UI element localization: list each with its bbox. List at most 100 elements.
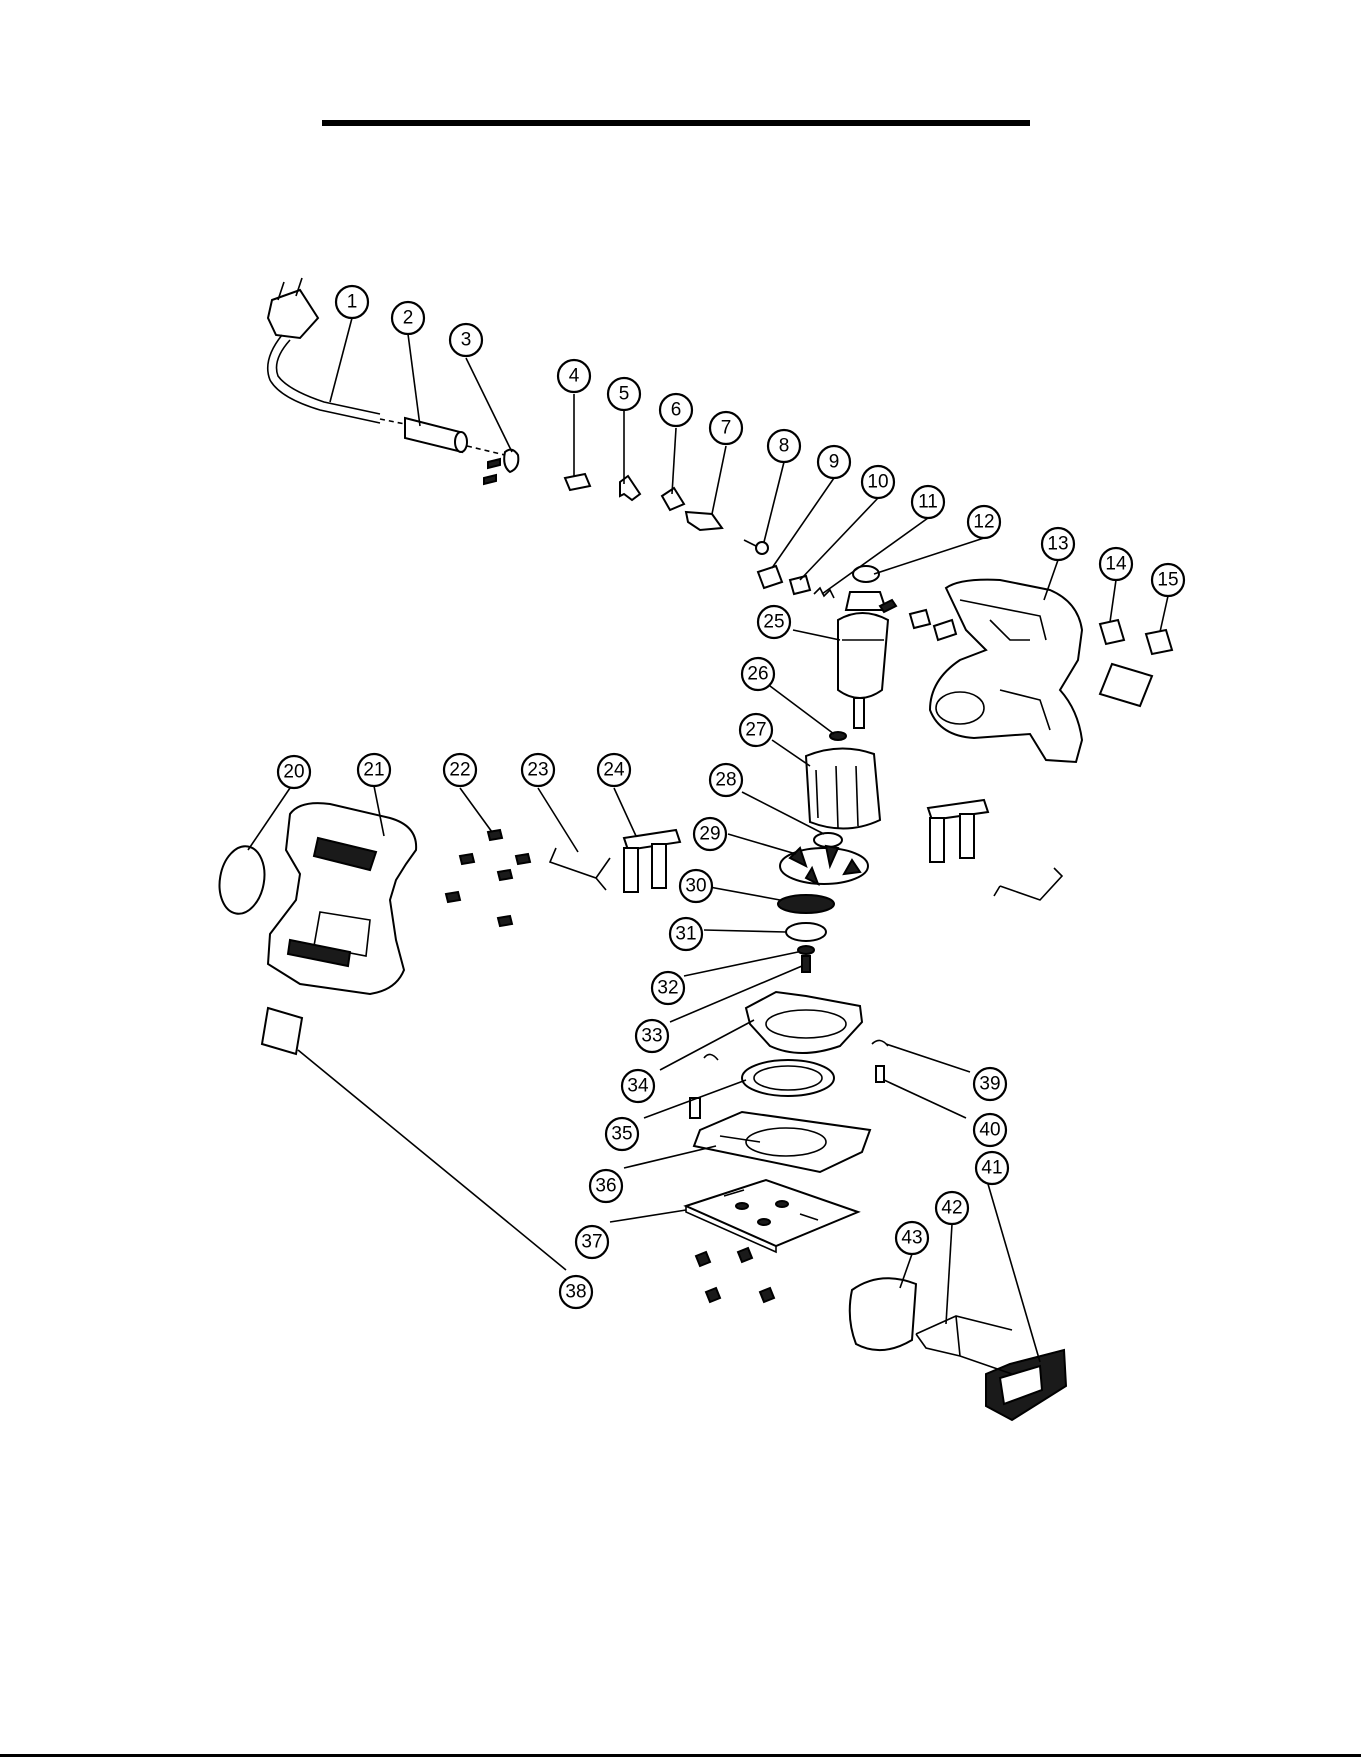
gasket-part [742, 1060, 834, 1096]
o-ring-part [214, 843, 269, 918]
callout-14-label: 14 [1105, 554, 1127, 575]
counterweight-part [778, 895, 834, 913]
callout-37: 37 [576, 1226, 608, 1258]
callout-27: 27 [740, 714, 772, 746]
base-plate-part [694, 1112, 870, 1172]
callout-43: 43 [896, 1222, 928, 1254]
callout-42-label: 42 [941, 1198, 962, 1219]
callout-22: 22 [444, 754, 476, 786]
paper-clamp-part [928, 800, 988, 862]
left-housing-part [268, 803, 416, 994]
callout-5-label: 5 [619, 384, 630, 405]
callout-26: 26 [742, 658, 774, 690]
callout-11: 11 [912, 486, 944, 518]
clip-part [872, 1040, 888, 1046]
bearing-plate-part [786, 923, 826, 941]
callout-43-label: 43 [901, 1228, 922, 1249]
paper-clamp-part [624, 830, 680, 892]
callout-39-label: 39 [979, 1074, 1000, 1095]
screw-part [498, 870, 512, 880]
callout-15-label: 15 [1157, 570, 1178, 591]
callout-36: 36 [590, 1170, 622, 1202]
sanding-pad-part [686, 1180, 858, 1252]
screw-part [498, 916, 512, 926]
screw-part [488, 830, 502, 840]
washer-part [798, 946, 814, 954]
callout-2: 2 [392, 302, 424, 334]
bracket-part [620, 476, 640, 500]
callout-24-label: 24 [603, 760, 625, 781]
callout-2-label: 2 [403, 308, 414, 329]
callout-20: 20 [278, 756, 310, 788]
callout-13: 13 [1042, 528, 1074, 560]
clamp-spring-part [994, 868, 1062, 900]
screw-part [738, 1248, 752, 1262]
callout-38-label: 38 [565, 1282, 586, 1303]
callout-4: 4 [558, 360, 590, 392]
callout-36-label: 36 [595, 1176, 616, 1197]
callout-23: 23 [522, 754, 554, 786]
callout-5: 5 [608, 378, 640, 410]
header-rule [322, 120, 1030, 126]
callout-28-label: 28 [715, 770, 736, 791]
brush-holder-part [758, 566, 782, 588]
rating-label-part [1100, 664, 1152, 706]
clip-part [704, 1054, 718, 1060]
callout-10: 10 [862, 466, 894, 498]
callout-41: 41 [976, 1152, 1008, 1184]
callout-25-label: 25 [763, 612, 784, 633]
callout-33: 33 [636, 1020, 668, 1052]
right-housing-part [930, 580, 1082, 762]
callout-39: 39 [974, 1068, 1006, 1100]
callout-6-label: 6 [671, 400, 682, 421]
callout-41-label: 41 [981, 1158, 1002, 1179]
bearing-part [814, 833, 842, 847]
callout-28: 28 [710, 764, 742, 796]
stator-part [806, 748, 880, 828]
fan-part [780, 846, 868, 884]
capacitor-part [662, 488, 684, 510]
callout-29: 29 [694, 818, 726, 850]
callout-27-label: 27 [745, 720, 766, 741]
callout-20-label: 20 [283, 762, 304, 783]
switch-part [686, 512, 722, 530]
dust-shroud-part [746, 992, 862, 1053]
callout-30: 30 [680, 870, 712, 902]
screw-part [460, 854, 474, 864]
callout-31-label: 31 [675, 924, 696, 945]
callout-12-label: 12 [973, 512, 994, 533]
callout-9: 9 [818, 446, 850, 478]
callout-32: 32 [652, 972, 684, 1004]
callout-29-label: 29 [699, 824, 720, 845]
callout-3: 3 [450, 324, 482, 356]
screw-part [446, 892, 460, 902]
callout-1-label: 1 [347, 292, 358, 313]
callout-8: 8 [768, 430, 800, 462]
callout-12: 12 [968, 506, 1000, 538]
callout-42: 42 [936, 1192, 968, 1224]
screw-part [516, 854, 530, 864]
lock-button-part [1146, 630, 1172, 654]
callout-7: 7 [710, 412, 742, 444]
callout-10-label: 10 [867, 472, 888, 493]
callout-37-label: 37 [581, 1232, 602, 1253]
callout-4-label: 4 [569, 366, 580, 387]
callout-15: 15 [1152, 564, 1184, 596]
filter-part [850, 1278, 916, 1350]
screw-part [706, 1288, 720, 1302]
callout-35: 35 [606, 1118, 638, 1150]
callout-35-label: 35 [611, 1124, 632, 1145]
callout-32-label: 32 [657, 978, 678, 999]
callout-40: 40 [974, 1114, 1006, 1146]
switch-button-part [1100, 620, 1124, 644]
callout-26-label: 26 [747, 664, 768, 685]
screw-part [696, 1252, 710, 1266]
callout-40-label: 40 [979, 1120, 1000, 1141]
callout-22-label: 22 [449, 760, 470, 781]
cord-clamp-part [484, 450, 518, 484]
footer-rule [0, 1754, 1361, 1757]
clamp-spring-part [550, 848, 610, 890]
callout-13-label: 13 [1047, 534, 1068, 555]
parts-layer [214, 278, 1172, 1420]
